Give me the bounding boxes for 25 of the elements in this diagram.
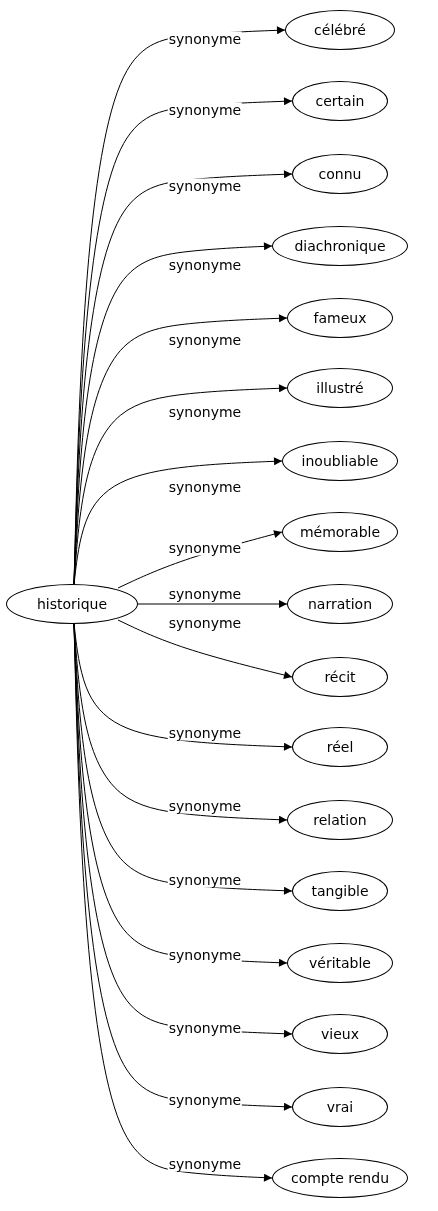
edge-label: synonyme: [167, 102, 243, 118]
arrow: [117, 619, 293, 679]
ellipse-node: narration: [287, 584, 393, 624]
edge-label: synonyme: [167, 31, 243, 47]
ellipse-node: relation: [287, 800, 393, 840]
ellipse-node: certain: [292, 81, 388, 121]
ellipse-node: fameux: [287, 298, 393, 338]
arrow: [73, 623, 273, 1182]
ellipse-node: inoubliable: [282, 441, 398, 481]
arrow: [137, 600, 288, 608]
ellipse-node: véritable: [287, 943, 393, 983]
edge-label: synonyme: [167, 540, 243, 556]
ellipse-node: vrai: [292, 1087, 388, 1127]
edge-label: synonyme: [167, 178, 243, 194]
ellipse-node: réel: [292, 727, 388, 767]
ellipse-node: vieux: [292, 1014, 388, 1054]
ellipse-node: mémorable: [282, 512, 398, 552]
ellipse-node: tangible: [292, 871, 388, 911]
ellipse-node: compte rendu: [272, 1158, 408, 1198]
ellipse-node: récit: [292, 657, 388, 697]
ellipse-node: célébré: [285, 10, 395, 50]
ellipse-node: historique: [6, 584, 138, 624]
ellipse-node: connu: [292, 154, 388, 194]
ellipse-node: diachronique: [272, 226, 408, 266]
ellipse-node: illustré: [287, 368, 393, 408]
